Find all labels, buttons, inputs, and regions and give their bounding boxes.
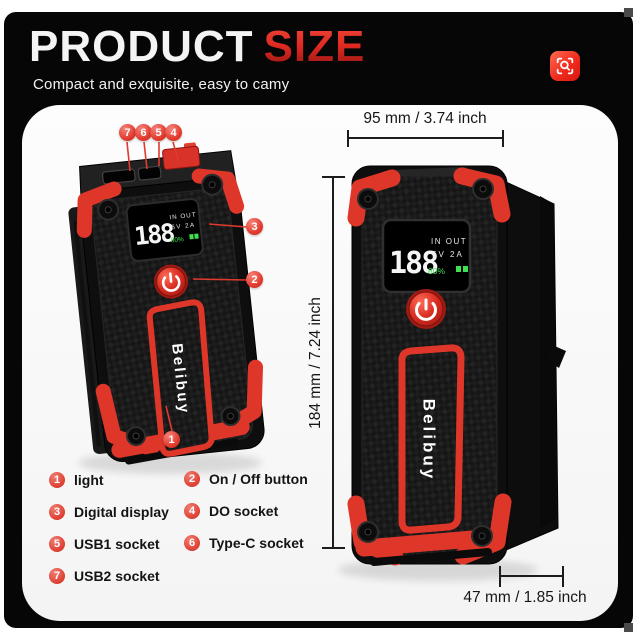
legend-item-type-c-socket: 6 Type-C socket	[184, 535, 304, 551]
legend-number: 6	[184, 535, 200, 551]
title-primary: PRODUCT	[29, 22, 254, 71]
left-device: 188 IN OUT 5V 2A 80% Belibuy	[68, 142, 265, 465]
power-icon	[415, 298, 437, 321]
legend-number: 5	[49, 536, 65, 552]
legend-number: 4	[184, 503, 200, 519]
callout-1: 1	[163, 431, 180, 448]
right-device: 188 IN OUT 5V 2A 80% Belibuy	[347, 165, 566, 566]
legend-label: light	[74, 472, 104, 488]
callout-5: 5	[150, 124, 167, 141]
callout-4: 4	[165, 124, 182, 141]
depth-dimension-label: 47 mm / 1.85 inch	[463, 589, 587, 606]
brand-label-right: Belibuy	[420, 399, 439, 481]
legend-label: DO socket	[209, 503, 279, 519]
callout-3: 3	[246, 218, 263, 235]
right-device-screws	[357, 178, 494, 547]
image-search-button[interactable]	[550, 51, 580, 81]
carabiner-hook	[547, 344, 566, 368]
legend-item-digital-display: 3 Digital display	[49, 504, 169, 520]
legend-item-do-socket: 4 DO socket	[184, 503, 278, 519]
display-io-left: IN OUT	[169, 212, 197, 222]
display-battery-left: 80%	[170, 236, 184, 244]
callout-7: 7	[119, 124, 136, 141]
display-value-right: 188	[389, 246, 438, 281]
image-search-icon	[554, 55, 576, 77]
do-socket-cover	[162, 145, 201, 170]
display-io-right: IN OUT	[431, 237, 467, 246]
legend-number: 3	[49, 504, 65, 520]
corner-mark-top-right	[624, 8, 633, 17]
left-device-screws	[97, 173, 241, 447]
legend-label: Digital display	[74, 504, 169, 520]
usb2-socket	[101, 168, 136, 185]
width-dimension-label: 95 mm / 3.74 inch	[363, 110, 487, 127]
callout-lines	[126, 141, 247, 432]
right-device-red-bumpers	[347, 167, 512, 566]
height-dimension-label: 184 mm / 7.24 inch	[307, 297, 324, 429]
callout-6: 6	[135, 124, 152, 141]
legend-number: 1	[49, 472, 65, 488]
display-power-left: 5V 2A	[171, 222, 196, 231]
legend-number: 2	[184, 471, 200, 487]
right-device-arch	[398, 344, 465, 534]
legend-item-usb1-socket: 5 USB1 socket	[49, 536, 160, 552]
legend-item-usb2-socket: 7 USB2 socket	[49, 568, 160, 584]
power-button-right[interactable]	[406, 289, 446, 329]
display-battery-right: 80%	[428, 266, 445, 276]
callout-2: 2	[246, 271, 263, 288]
display-power-right: 5V 2A	[432, 250, 464, 259]
legend-label: USB1 socket	[74, 536, 160, 552]
legend-label: USB2 socket	[74, 568, 160, 584]
usb1-socket	[137, 165, 162, 181]
legend-item-on-off-button: 2 On / Off button	[184, 471, 308, 487]
legend-number: 7	[49, 568, 65, 584]
power-button-left[interactable]	[152, 263, 189, 300]
legend-label: Type-C socket	[209, 535, 304, 551]
digital-display-left	[125, 198, 204, 262]
legend-item-light: 1 light	[49, 472, 104, 488]
title-accent: SIZE	[263, 22, 366, 71]
corner-mark-bottom-right	[624, 623, 633, 632]
legend-label: On / Off button	[209, 471, 308, 487]
dimension-lines	[322, 130, 564, 587]
left-device-arch	[146, 299, 215, 457]
page-subtitle: Compact and exquisite, easy to camy	[33, 76, 290, 93]
power-icon	[161, 272, 181, 292]
display-value-left: 188	[133, 218, 176, 251]
